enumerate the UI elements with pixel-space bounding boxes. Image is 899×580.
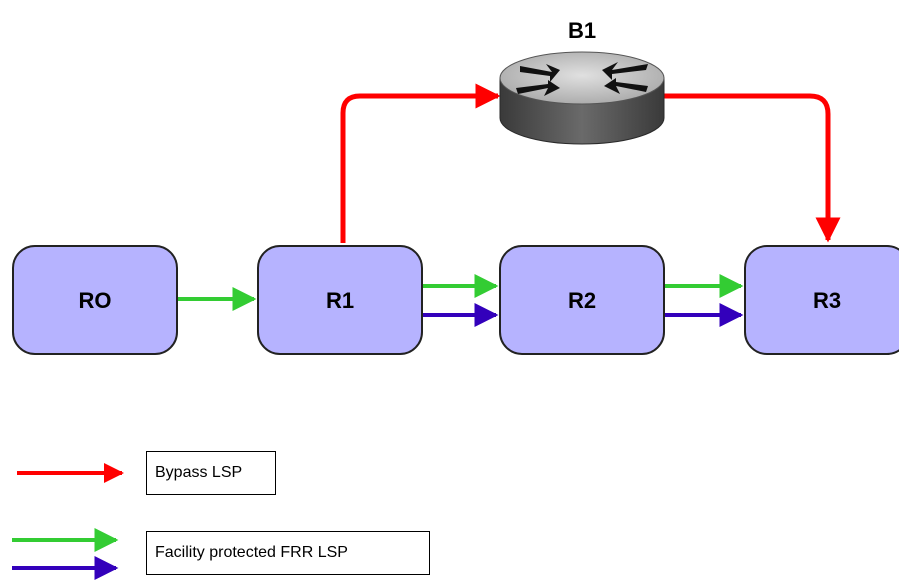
- legend-frr-label: Facility protected FRR LSP: [146, 531, 430, 575]
- bypass-lsp-path-b1-to-r3: [664, 93, 841, 243]
- legend-bypass-label: Bypass LSP: [146, 451, 276, 495]
- node-r0: RO: [12, 245, 178, 355]
- router-label: B1: [568, 18, 596, 43]
- node-r1: R1: [257, 245, 423, 355]
- router-icon: [499, 51, 665, 145]
- node-r1-label: R1: [326, 288, 354, 313]
- node-r3: R3: [744, 245, 899, 355]
- node-r3-label: R3: [813, 288, 841, 313]
- router-b1: B1: [499, 18, 665, 145]
- node-r0-label: RO: [79, 288, 112, 313]
- node-r2: R2: [499, 245, 665, 355]
- node-r2-label: R2: [568, 288, 596, 313]
- bypass-lsp-path-r1-to-b1: [340, 83, 501, 243]
